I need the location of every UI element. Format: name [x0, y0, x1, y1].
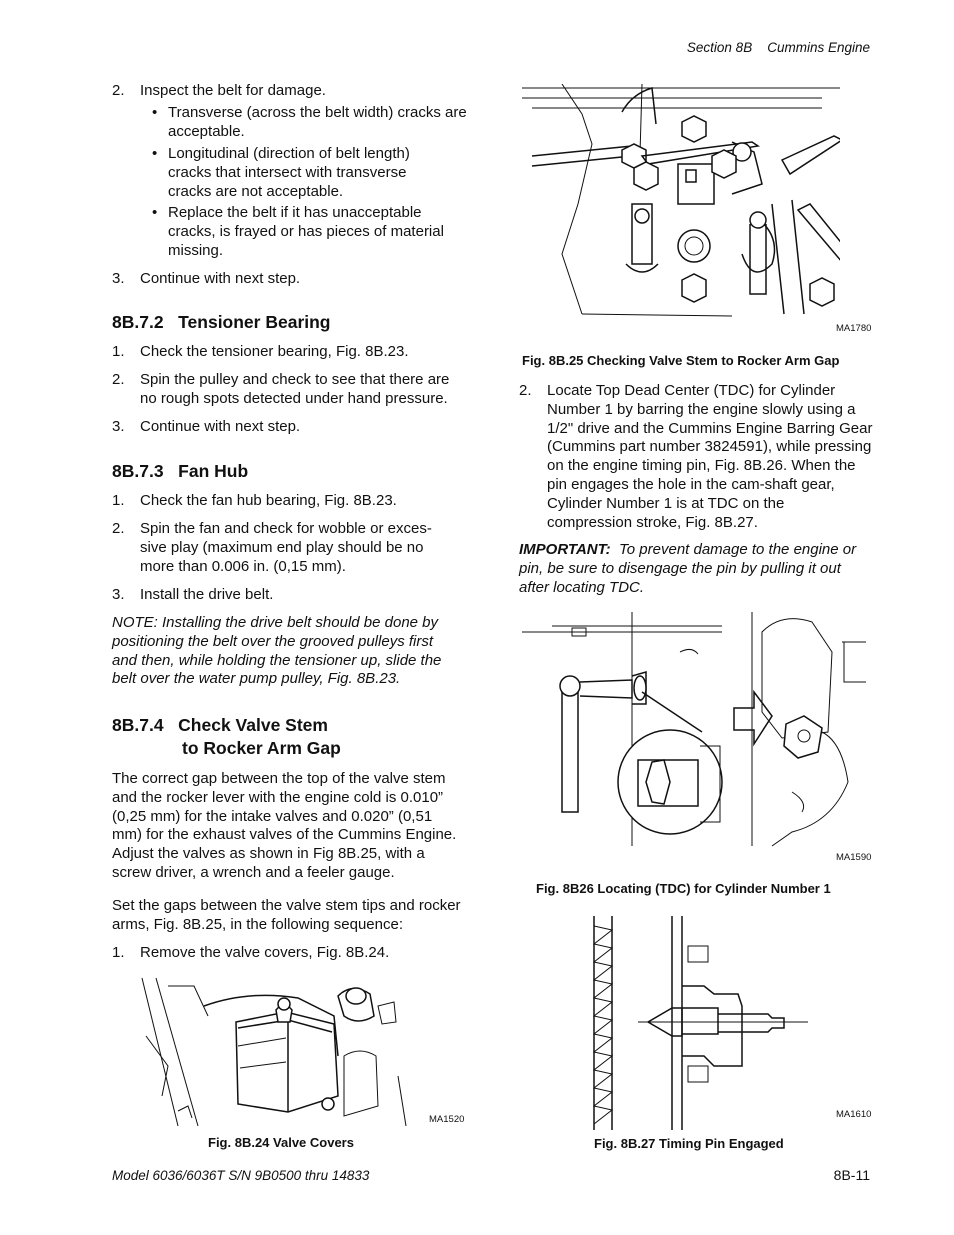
figure-code: MA1780	[836, 323, 872, 334]
step-number: 1.	[112, 944, 125, 961]
sequence-paragraph: Set the gaps between the valve stem tips…	[112, 897, 461, 933]
step-number: 3.	[112, 418, 125, 435]
bullet-icon: •	[152, 104, 158, 121]
important-label: IMPORTANT:	[519, 541, 611, 558]
section-title-fan-hub: 8B.7.3 Fan Hub	[112, 461, 249, 481]
valve-covers-illustration	[141, 977, 407, 1127]
bullet-icon: •	[152, 145, 158, 162]
timing-pin-engaged-illustration	[592, 916, 808, 1130]
step-number: 2.	[519, 382, 532, 399]
note-drive-belt: NOTE: Installing the drive belt should b…	[112, 614, 442, 688]
step-number: 2.	[112, 82, 125, 99]
step-text: Continue with next step.	[140, 270, 301, 287]
step-text: Spin the pulley and check to see that th…	[140, 371, 450, 407]
step-text: Remove the valve covers, Fig. 8B.24.	[140, 944, 390, 961]
figure-code: MA1520	[429, 1114, 465, 1125]
step-text: Locate Top Dead Center (TDC) for Cylinde…	[547, 382, 873, 531]
step-number: 3.	[112, 586, 125, 603]
step-number: 1.	[112, 492, 125, 509]
section-title-tensioner: 8B.7.2 Tensioner Bearing	[112, 312, 331, 332]
important-text: To prevent damage to the engine or pin, …	[519, 541, 857, 596]
step-text: Inspect the belt for damage.	[140, 82, 326, 99]
important-note: IMPORTANT: To prevent damage to the engi…	[519, 541, 863, 597]
figure-caption: Fig. 8B26 Locating (TDC) for Cylinder Nu…	[536, 881, 831, 896]
figure-code: MA1610	[836, 1109, 872, 1120]
section-title-valve-gap-line2: to Rocker Arm Gap	[182, 738, 341, 758]
bullet-text: Transverse (across the belt width) crack…	[168, 104, 467, 140]
rocker-arm-gap-illustration	[522, 84, 840, 317]
step-number: 2.	[112, 520, 125, 537]
step-text: Continue with next step.	[140, 418, 301, 435]
bullet-icon: •	[152, 204, 158, 221]
figure-caption: Fig. 8B.27 Timing Pin Engaged	[594, 1136, 784, 1151]
figure-caption: Fig. 8B.24 Valve Covers	[208, 1135, 354, 1150]
section-title-valve-gap: 8B.7.4 Check Valve Stem	[112, 715, 328, 735]
figure-code: MA1590	[836, 852, 872, 863]
step-number: 1.	[112, 343, 125, 360]
step-text: Check the tensioner bearing, Fig. 8B.23.	[140, 343, 409, 360]
page-number: 8B-11	[833, 1167, 870, 1183]
bullet-text: Longitudinal (direction of belt length) …	[168, 145, 410, 200]
step-text: Install the drive belt.	[140, 586, 274, 603]
tdc-locating-illustration	[522, 612, 866, 847]
bullet-text: Replace the belt if it has unacceptable …	[168, 204, 444, 259]
figure-caption: Fig. 8B.25 Checking Valve Stem to Rocker…	[522, 353, 840, 368]
step-number: 2.	[112, 371, 125, 388]
valve-gap-paragraph: The correct gap between the top of the v…	[112, 770, 457, 881]
footer-model: Model 6036/6036T S/N 9B0500 thru 14833	[112, 1168, 370, 1183]
step-number: 3.	[112, 270, 125, 287]
step-text: Check the fan hub bearing, Fig. 8B.23.	[140, 492, 397, 509]
step-text: Spin the fan and check for wobble or exc…	[140, 520, 432, 575]
section-header: Section 8B Cummins Engine	[686, 40, 870, 55]
